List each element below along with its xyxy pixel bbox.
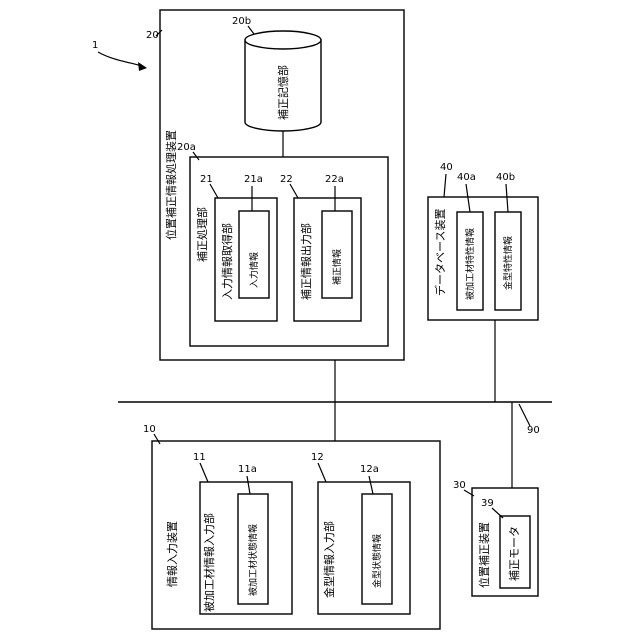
correction-processor-ref: 20a (177, 142, 196, 153)
database-device-ref-leader (444, 174, 446, 197)
correction-storage-label: 補正記憶部 (276, 65, 290, 120)
system-ref-arrow (98, 52, 142, 66)
workpiece-state-label: 被加工材状態情報 (247, 524, 259, 596)
input-info-acquisition-ref: 21 (200, 174, 213, 185)
workpiece-info-input-label: 被加工材情報入力部 (202, 513, 216, 612)
correction-motor-label: 補正モータ (508, 526, 521, 581)
die-state-ref: 12a (360, 464, 379, 475)
system-ref: 1 (92, 40, 98, 51)
workpiece-state-ref: 11a (238, 464, 257, 475)
input-info-item-label: 入力情報 (248, 252, 260, 288)
network-bus-ref-leader (519, 404, 530, 426)
correction-info-item-ref: 22a (325, 174, 344, 185)
workpiece-property-ref: 40a (457, 172, 476, 183)
database-device-label: データベース装置 (433, 209, 447, 296)
position-correction-ref: 30 (453, 480, 466, 491)
die-info-input-ref: 12 (311, 452, 324, 463)
correction-info-item-label: 補正情報 (331, 249, 343, 285)
info-input-device-ref: 10 (143, 424, 156, 435)
correction-info-output-ref: 22 (280, 174, 293, 185)
system-ref-arrowhead (138, 62, 147, 71)
position-correction-label: 位置補正装置 (477, 522, 491, 588)
network-bus-ref: 90 (527, 425, 540, 436)
info-input-device-label: 情報入力装置 (166, 521, 179, 587)
correction-motor-ref: 39 (481, 498, 494, 509)
workpiece-info-input-ref: 11 (193, 452, 206, 463)
database-device-ref: 40 (440, 162, 453, 173)
die-state-label: 金型状態情報 (371, 534, 383, 588)
die-property-ref: 40b (496, 172, 515, 183)
die-property-label: 金型特性情報 (502, 236, 514, 290)
correction-processor-label: 補正処理部 (195, 207, 209, 262)
input-info-item-ref: 21a (244, 174, 263, 185)
workpiece-property-label: 被加工材特性情報 (464, 228, 476, 300)
correction-info-output-label: 補正情報出力部 (299, 223, 313, 300)
correction-processing-device-label: 位置補正情報処理装置 (164, 130, 178, 240)
input-info-acquisition-label: 入力情報取得部 (220, 223, 234, 300)
die-info-input-label: 金型情報入力部 (322, 521, 336, 598)
correction-storage-ref: 20b (232, 16, 251, 27)
